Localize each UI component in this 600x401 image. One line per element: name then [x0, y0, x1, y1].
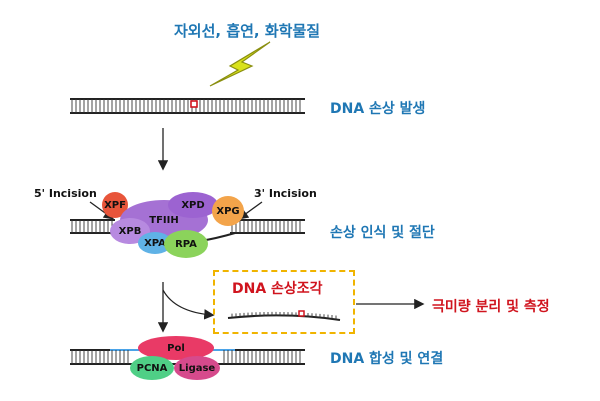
- damage-cause-label: 자외선, 흡연, 화학물질: [174, 22, 321, 40]
- lightning-bolt: [209, 41, 271, 87]
- step-synthesis-label: DNA 합성 및 연결: [330, 351, 444, 367]
- xpf-label: XPF: [104, 199, 126, 211]
- rpa-label: RPA: [175, 238, 197, 250]
- xpa-label: XPA: [144, 237, 166, 249]
- xpb-label: XPB: [118, 225, 142, 237]
- step-damage-label: DNA 손상 발생: [330, 101, 426, 117]
- ligase-protein: Ligase: [174, 356, 220, 380]
- pol-label: Pol: [167, 342, 185, 354]
- ligase-label: Ligase: [178, 362, 216, 374]
- xpd-protein: XPD: [168, 192, 218, 218]
- damage-mark: [190, 100, 198, 108]
- arrow-excision-to-fragment: [162, 289, 215, 320]
- pcna-protein: PCNA: [130, 356, 174, 380]
- step-recognition-label: 손상 인식 및 절단: [330, 225, 435, 241]
- excised-fragment-strand: [227, 311, 341, 321]
- result-label: 극미량 분리 및 측정: [432, 299, 550, 315]
- dna-strand-damage: [70, 98, 305, 114]
- pcna-label: PCNA: [136, 362, 168, 374]
- xpa-protein: XPA: [138, 232, 172, 254]
- arrow-3prime-incision: [237, 201, 263, 220]
- fragment-box: [213, 270, 355, 334]
- five-prime-incision-label: 5' Incision: [34, 187, 97, 200]
- tfiih-label: TFIIH: [149, 214, 179, 226]
- xpg-protein: XPG: [212, 196, 244, 226]
- fragment-label: DNA 손상조각: [232, 281, 323, 297]
- rpa-protein: RPA: [164, 230, 208, 258]
- xpd-label: XPD: [181, 199, 205, 211]
- xpg-label: XPG: [216, 205, 240, 217]
- three-prime-incision-label: 3' Incision: [254, 187, 317, 200]
- fragment-damage-mark: [298, 310, 305, 317]
